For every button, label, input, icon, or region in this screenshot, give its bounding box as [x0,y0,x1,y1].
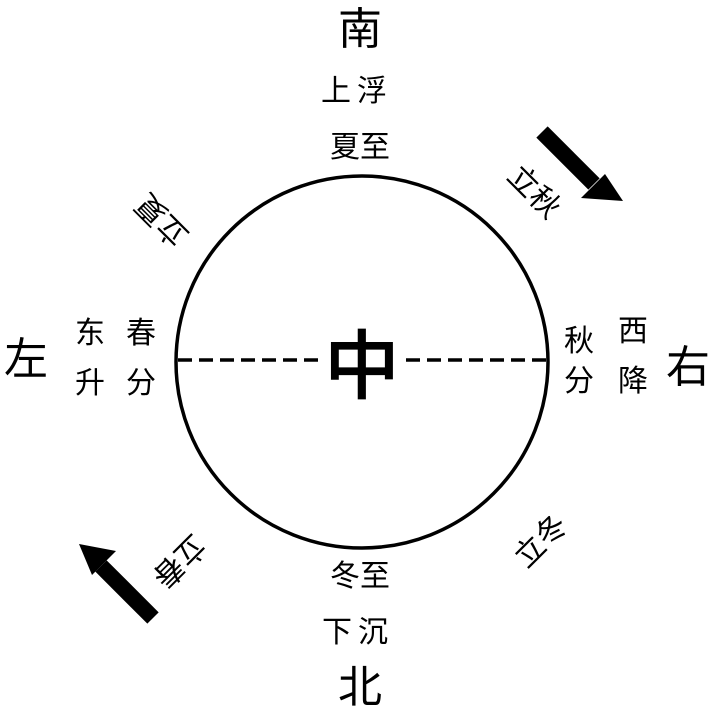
west-term-bottom: 分 [564,364,594,399]
west-term-top: 秋 [564,324,594,359]
arrow-up-left-icon [79,544,159,624]
direction-south: 南 [338,4,382,55]
north-solar-term: 冬至 [330,559,390,594]
arrow-down-right-icon [536,126,623,201]
center-label: 中 [325,324,399,410]
west-motion-top: 西 [618,314,648,349]
direction-right: 右 [666,342,710,393]
east-term-bottom: 分 [126,366,156,401]
south-motion-label: 上浮 [321,74,393,109]
south-solar-term: 夏至 [330,130,390,165]
east-term-top: 春 [126,316,156,351]
direction-left: 左 [4,334,48,385]
north-motion-label: 下沉 [322,615,394,650]
central-circle [174,174,550,550]
diagonal-term-start-of-winter: 立冬 [508,508,575,575]
direction-north: 北 [338,662,382,708]
east-motion-bottom: 升 [75,366,105,401]
east-motion-top: 东 [75,316,105,351]
diagonal-term-start-of-autumn: 立秋 [500,159,567,226]
diagonal-term-start-of-summer: 立夏 [129,186,196,253]
diagonal-term-start-of-spring: 立春 [145,527,212,594]
west-motion-bottom: 降 [618,364,648,399]
